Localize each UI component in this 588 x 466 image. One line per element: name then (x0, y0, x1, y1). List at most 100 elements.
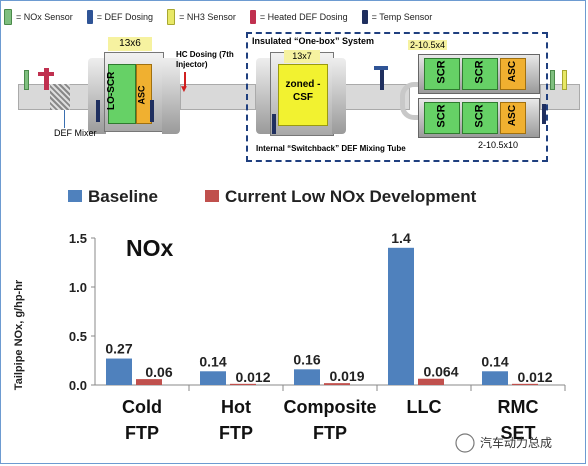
switchback-loop (400, 82, 426, 120)
data-label: 0.14 (199, 353, 226, 369)
bar-low-nox (136, 379, 162, 385)
data-label: 0.27 (105, 341, 132, 357)
scr-bottom-brick-2 (462, 102, 498, 134)
y-tick-label: 1.5 (69, 231, 87, 246)
hc-dosing-arrow-head: ▼ (179, 84, 189, 95)
nox-sensor-swatch (4, 9, 12, 25)
bar-low-nox (230, 383, 256, 385)
scr-top-label-1: SCR (435, 60, 448, 84)
temp-sensor-4 (380, 70, 384, 90)
y-axis-label: Tailpipe NOx, g/hp-hr (13, 279, 25, 390)
legend-label-baseline: Baseline (88, 187, 158, 206)
category-label-line1: Hot (221, 397, 251, 417)
lo-scr-brick (108, 64, 136, 124)
lo-scr-size: 13x6 (119, 38, 141, 49)
heated-def-dosing-injector (44, 68, 49, 90)
bar-low-nox (324, 383, 350, 385)
nh3-sensor-outlet (562, 70, 567, 90)
def-mixer-pointer (64, 110, 65, 128)
category-label-line2: FTP (313, 423, 347, 443)
y-tick-label: 0.5 (69, 329, 87, 344)
legend-label-low-nox: Current Low NOx Development (225, 187, 477, 206)
legend-swatch-low-nox (205, 190, 219, 202)
watermark: 汽车动力总成 (455, 433, 552, 453)
lo-scr-asc-label: ASC (136, 85, 147, 105)
csf-inlet-cone (256, 58, 272, 134)
hc-dosing-label: HC Dosing (7th Injector) (176, 50, 234, 69)
scr-top-size: 2-10.5x4 (408, 40, 448, 50)
legend-item-nox-sensor: = NOx Sensor (4, 9, 73, 25)
watermark-text: 汽车动力总成 (480, 435, 552, 450)
data-label: 0.019 (329, 368, 364, 384)
nox-sensor-inlet (24, 70, 29, 90)
mixing-tube-label: Internal “Switchback” DEF Mixing Tube (256, 144, 406, 153)
category-label-line2: FTP (125, 423, 159, 443)
scr-bottom-asc-brick (500, 102, 526, 134)
data-label: 0.16 (293, 351, 320, 367)
plot-area: 0.00.51.01.50.270.06ColdFTP0.140.012HotF… (69, 230, 566, 443)
data-label: 1.4 (391, 230, 411, 246)
bar-baseline (106, 358, 132, 385)
category-label-line2: FTP (219, 423, 253, 443)
legend-item-heated-def: = Heated DEF Dosing (249, 10, 348, 24)
sensor-legend: = NOx Sensor = DEF Dosing = NH3 Sensor =… (4, 6, 578, 28)
watermark-logo-icon (455, 433, 475, 453)
lo-scr-asc-brick (136, 64, 152, 124)
one-box-enclosure (246, 32, 548, 162)
nh3-sensor-swatch (167, 9, 176, 25)
scr-top-label-2: SCR (473, 60, 486, 84)
legend-label: = Temp Sensor (371, 12, 433, 22)
bar-baseline (482, 371, 508, 385)
heated-def-dosing-cap (38, 72, 54, 76)
legend-item-nh3-sensor: = NH3 Sensor (167, 9, 236, 25)
bar-low-nox (418, 378, 444, 385)
temp-sensor-3 (272, 114, 276, 134)
def-mixer-label: DEF Mixer (54, 128, 97, 138)
scr-top-asc-brick (500, 58, 526, 90)
data-label: 0.064 (423, 364, 458, 380)
csf-outlet-cone (332, 58, 346, 134)
bar-low-nox (512, 383, 538, 385)
scr-top-asc-label: ASC (507, 60, 519, 83)
category-label-line1: Composite (283, 397, 376, 417)
bar-baseline (294, 369, 320, 385)
lo-scr-label: LO-SCR (106, 71, 117, 110)
temp-sensor-1 (96, 100, 100, 122)
temp-sensor-swatch (361, 10, 368, 24)
category-label-line2: SET (500, 423, 535, 443)
bar-baseline (200, 371, 226, 385)
one-box-title: Insulated “One-box” System (252, 36, 375, 46)
chart-legend-bg (58, 180, 568, 220)
hc-dosing-arrow-shaft (184, 72, 186, 88)
nox-bar-chart: Baseline Current Low NOx Development 0.0… (13, 180, 568, 462)
category-label-line1: Cold (122, 397, 162, 417)
csf-size-tag (284, 50, 320, 63)
bar-baseline (388, 247, 414, 385)
nox-sensor-outlet (550, 70, 555, 90)
data-label: 0.14 (481, 353, 508, 369)
category-ribbon (95, 392, 565, 462)
scr-bottom-label-2: SCR (473, 104, 486, 128)
legend-item-def-dosing: = DEF Dosing (86, 10, 154, 24)
def-dosing-cap (374, 66, 388, 70)
scr-top-brick-2 (462, 58, 498, 90)
lo-scr-outlet-cone (162, 58, 180, 134)
category-label-line1: RMC (498, 397, 539, 417)
def-mixer-element (50, 84, 70, 110)
temp-sensor-2 (150, 100, 154, 122)
y-tick-label: 1.0 (69, 280, 87, 295)
chart-title: NOx (126, 235, 174, 261)
data-label: 0.012 (517, 369, 552, 385)
legend-label: = NOx Sensor (16, 12, 73, 22)
legend-label: = Heated DEF Dosing (259, 12, 348, 22)
def-dosing-swatch (86, 10, 93, 24)
scr-bottom-brick-1 (424, 102, 460, 134)
legend-item-temp-sensor: = Temp Sensor (361, 10, 433, 24)
legend-label: = DEF Dosing (96, 12, 154, 22)
csf-brick (278, 64, 328, 126)
csf-size: 13x7 (292, 51, 312, 61)
csf-label: zoned -CSF (285, 79, 321, 103)
y-tick-label: 0.0 (69, 378, 87, 393)
legend-label: = NH3 Sensor (179, 12, 236, 22)
